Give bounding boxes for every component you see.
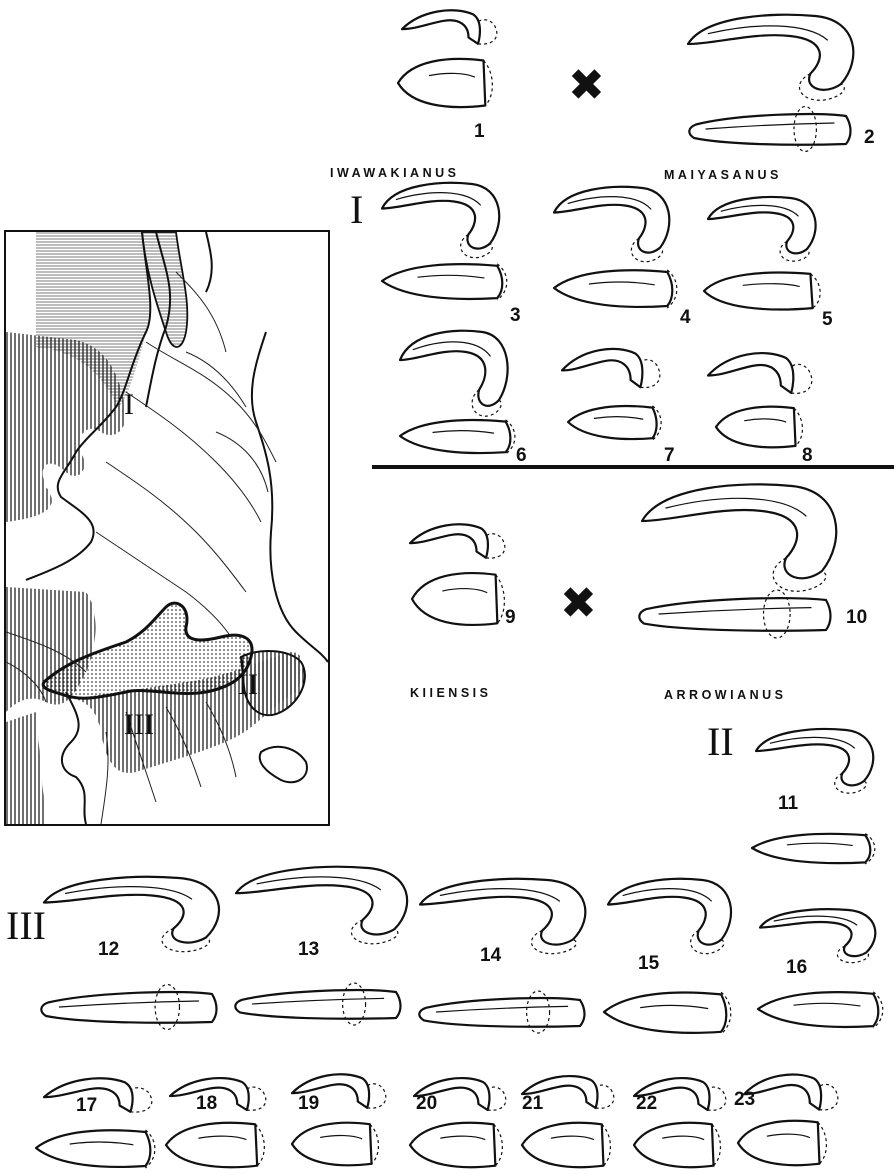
specimen-9 (410, 524, 505, 625)
cross-symbol-top: ✖ (568, 64, 605, 108)
specimen-4 (554, 187, 677, 308)
figure-number-23: 23 (734, 1090, 755, 1109)
figure-number-5: 5 (822, 310, 833, 329)
species-iwawakianus: IWAWAKIANUS (330, 166, 459, 180)
figure-number-7: 7 (664, 446, 675, 465)
region-label-ii: II (707, 722, 734, 762)
species-arrowianus: ARROWIANUS (664, 688, 787, 702)
specimen-12 (41, 877, 219, 1030)
figure-number-8: 8 (802, 446, 813, 465)
specimen-19 (292, 1074, 386, 1165)
figure-number-3: 3 (510, 306, 521, 325)
specimen-3 (382, 183, 507, 300)
species-kiiensis: KIIENSIS (410, 686, 492, 700)
specimen-21 (522, 1076, 614, 1167)
region-label-i: I (350, 190, 363, 230)
figure-number-21: 21 (522, 1094, 543, 1113)
figure-number-20: 20 (416, 1094, 437, 1113)
figure-number-9: 9 (505, 608, 516, 627)
figure-number-10: 10 (846, 608, 867, 627)
specimen-10 (639, 484, 836, 638)
specimen-8 (708, 353, 812, 447)
figure-number-13: 13 (298, 940, 319, 959)
figure-number-2: 2 (864, 128, 875, 147)
figure-number-15: 15 (638, 954, 659, 973)
species-maiyasanus: MAIYASANUS (664, 168, 782, 182)
figure-number-4: 4 (680, 308, 691, 327)
specimen-7 (562, 349, 661, 440)
specimen-1 (398, 10, 497, 107)
figure-number-16: 16 (786, 958, 807, 977)
section-divider (372, 465, 894, 469)
figure-number-11: 11 (778, 794, 798, 813)
specimen-16 (758, 909, 883, 1028)
specimen-5 (704, 197, 820, 309)
specimen-6 (400, 331, 515, 454)
specimen-17 (36, 1078, 155, 1168)
figure-number-22: 22 (636, 1094, 657, 1113)
figure-number-6: 6 (516, 446, 527, 465)
figure-number-17: 17 (76, 1096, 97, 1115)
cross-symbol-middle: ✖ (560, 582, 597, 626)
figure-number-12: 12 (98, 940, 119, 959)
specimen-13 (235, 867, 407, 1025)
specimen-2 (688, 15, 853, 152)
region-label-iii: III (6, 906, 46, 946)
specimen-15 (604, 879, 731, 1034)
specimen-20 (410, 1078, 506, 1167)
figure-number-14: 14 (480, 946, 501, 965)
specimen-14 (419, 879, 585, 1033)
figure-number-18: 18 (196, 1094, 217, 1113)
figure-number-19: 19 (298, 1094, 319, 1113)
figure-number-1: 1 (474, 122, 485, 141)
specimen-18 (166, 1078, 266, 1167)
specimen-11 (752, 729, 875, 864)
specimen-22 (634, 1078, 726, 1167)
